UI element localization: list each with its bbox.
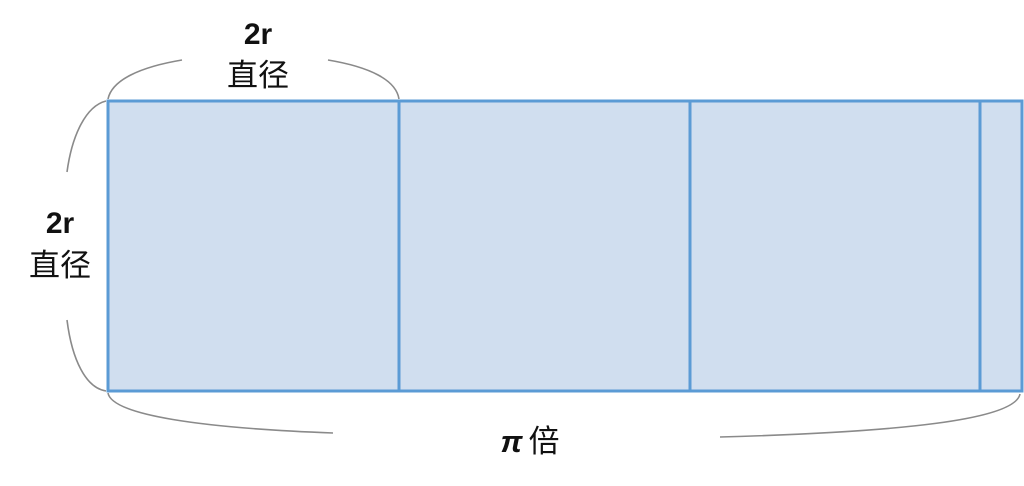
square-partial <box>978 99 1024 393</box>
multiplier-suffix: 倍 <box>529 424 560 460</box>
left-name-label: 直径 <box>29 248 91 284</box>
square-2 <box>397 99 692 393</box>
top-value-label: 2r <box>244 18 273 51</box>
top-brace <box>107 59 400 100</box>
left-value-label: 2r <box>46 207 75 240</box>
square-3 <box>688 99 982 393</box>
bottom-brace <box>107 392 1021 438</box>
pi-symbol: π <box>500 424 523 459</box>
rectangle-strip <box>106 99 1024 393</box>
left-brace <box>66 100 107 392</box>
square-1 <box>106 99 401 393</box>
top-name-label: 直径 <box>227 58 289 94</box>
